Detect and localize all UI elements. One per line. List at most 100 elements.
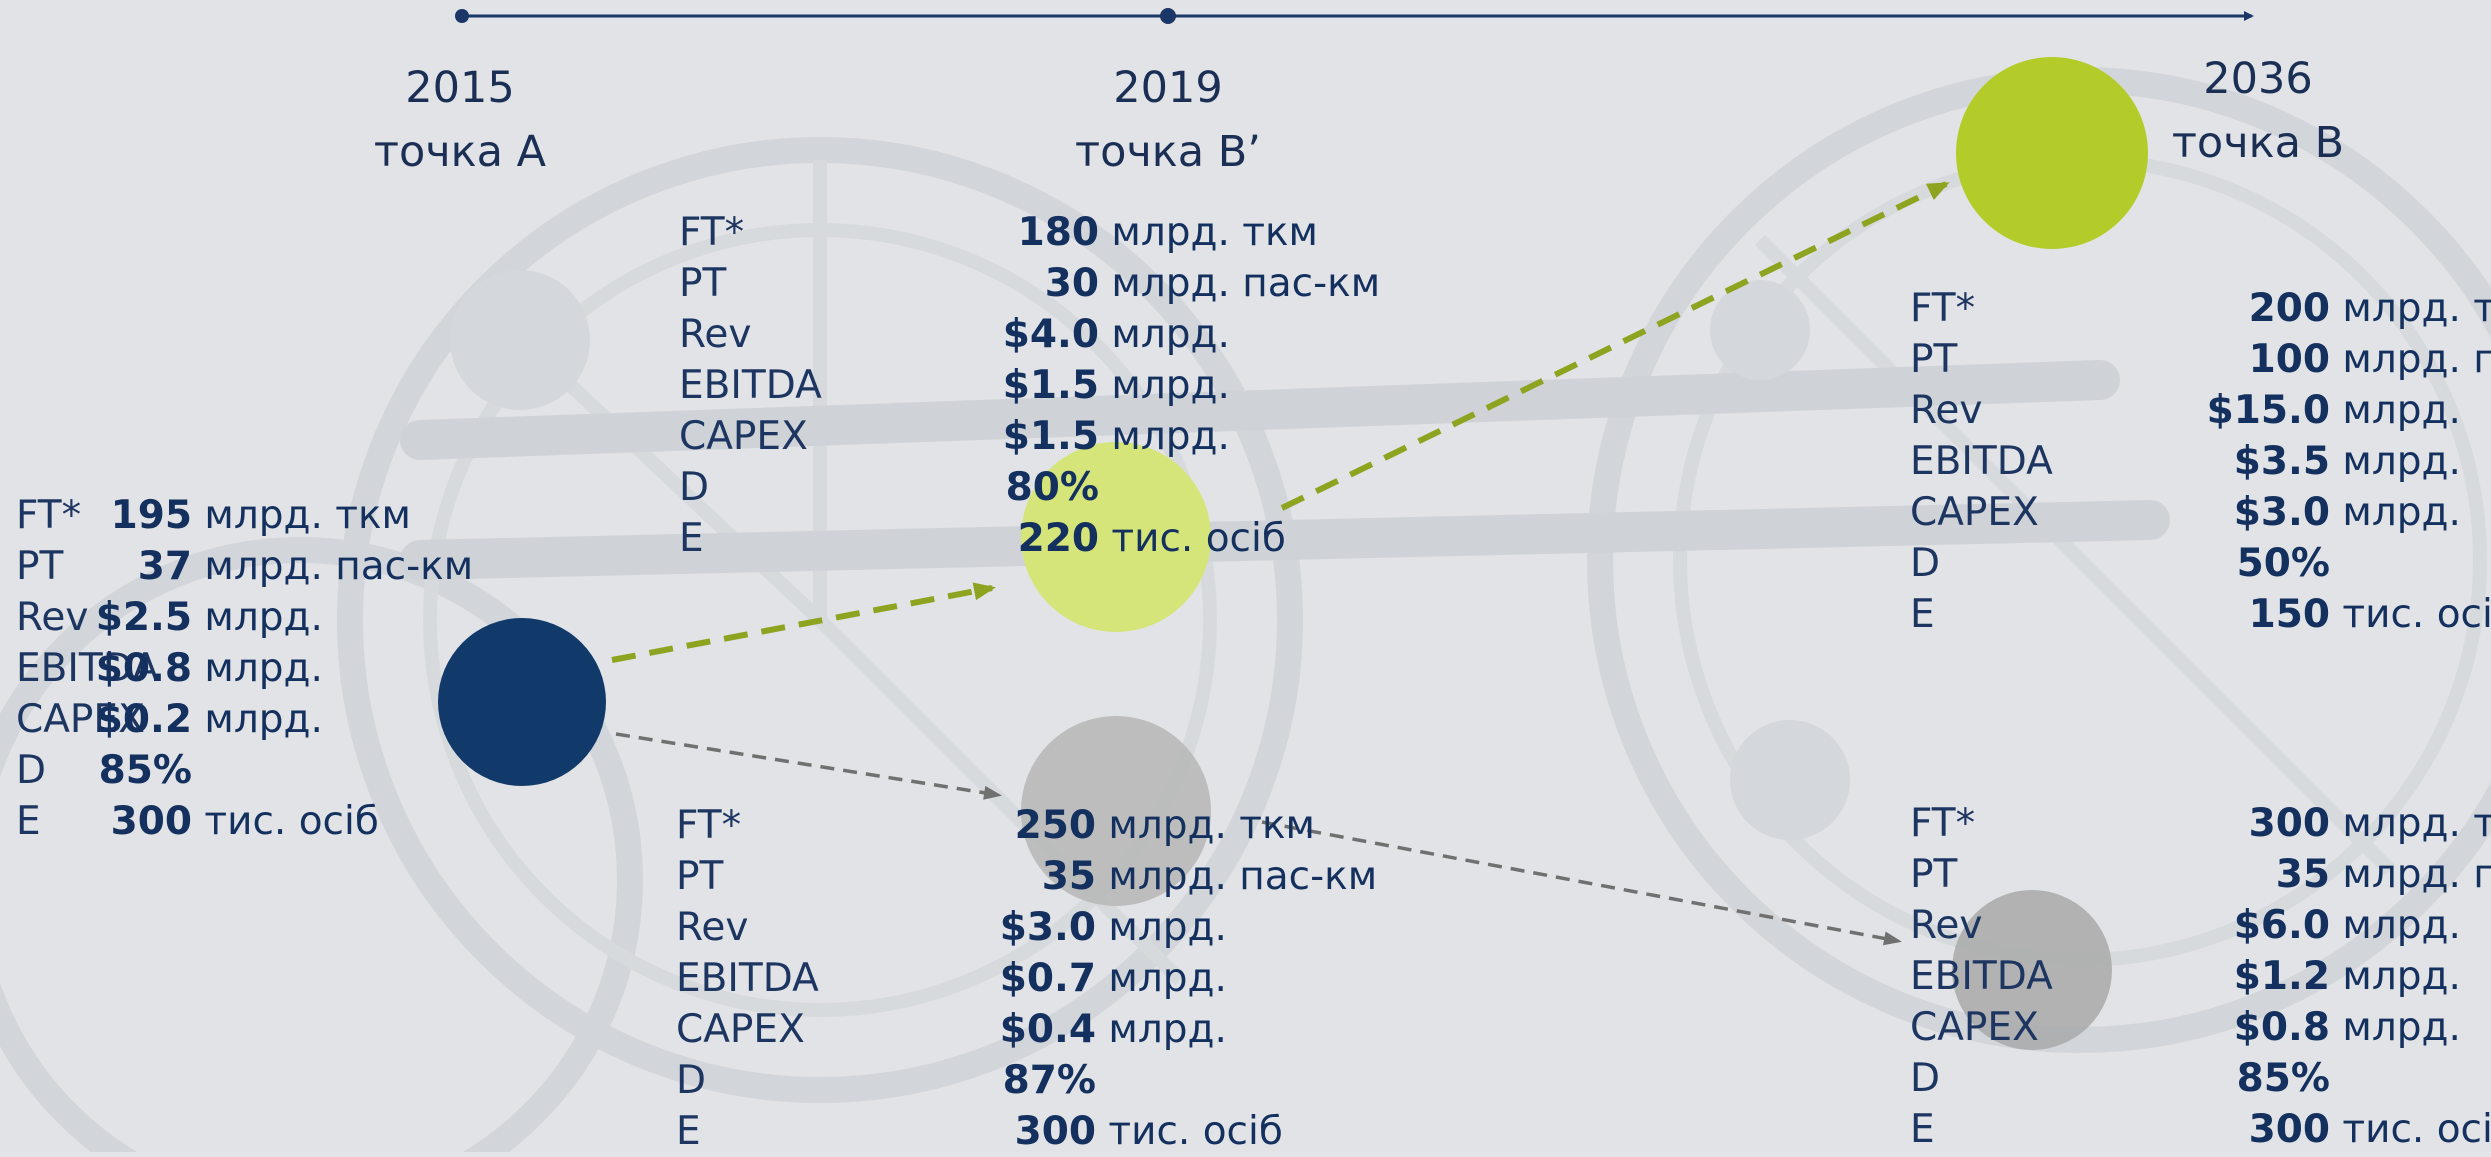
stat-number: 300 <box>1014 1109 1096 1154</box>
stat-key: D <box>16 748 47 793</box>
stat-value: $3.0 млрд. <box>2234 487 2461 538</box>
stat-value: 80% <box>1006 462 1099 513</box>
stat-number: $2.5 <box>95 595 192 640</box>
stat-key: Rev <box>16 595 89 640</box>
stat-value: 195 млрд. ткм <box>111 490 411 541</box>
stat-unit: млрд. пас-км <box>192 544 474 589</box>
label-point-b-year: 2036 <box>2203 54 2313 104</box>
stat-key: FT* <box>1910 286 1976 331</box>
stat-unit: млрд. <box>2330 490 2461 535</box>
stat-number: 37 <box>137 544 192 589</box>
stat-key: EBITDA <box>16 646 159 691</box>
stat-value: $0.4 млрд. <box>1000 1004 1227 1055</box>
label-point-b-prime-year: 2019 <box>1113 63 1223 113</box>
stat-number: 35 <box>1041 854 1096 899</box>
stat-number: 195 <box>110 493 192 538</box>
stat-number: 100 <box>2248 337 2330 382</box>
timeline <box>455 8 2254 24</box>
stat-value: $0.2 млрд. <box>96 694 323 745</box>
stat-key: PT <box>1910 337 1958 382</box>
stat-unit: млрд. <box>2330 388 2461 433</box>
stat-number: 87% <box>1002 1058 1096 1103</box>
stat-value: 180 млрд. ткм <box>1018 207 1318 258</box>
stat-unit: млрд. ткм <box>2342 286 2491 331</box>
stat-key: FT* <box>679 210 745 255</box>
arrow-b-prime-bad-to-b-bad <box>1261 820 1902 946</box>
stat-number: $6.0 <box>2233 903 2330 948</box>
stat-number: $0.4 <box>999 1007 1096 1052</box>
timeline-dot-2019 <box>1160 8 1176 24</box>
stat-value: 100 млрд. пас-км <box>2249 334 2491 385</box>
stat-unit: млрд. <box>1096 1007 1227 1052</box>
stat-value: $0.7 млрд. <box>1000 953 1227 1004</box>
stat-number: 250 <box>1014 803 1096 848</box>
stat-key: E <box>16 799 41 844</box>
stat-unit: тис. осіб <box>2342 592 2491 637</box>
stat-number: 300 <box>2248 1107 2330 1152</box>
stat-number: $1.5 <box>1002 363 1099 408</box>
stat-key: EBITDA <box>676 956 819 1001</box>
stat-key: E <box>676 1109 701 1154</box>
stat-unit: млрд. ткм <box>192 493 411 538</box>
arrow-b-prime-good-to-b-good <box>1280 181 1950 511</box>
stat-value: 150 тис. осіб <box>2249 589 2491 640</box>
stat-key: D <box>1910 541 1941 586</box>
label-point-b: 2036 точка В <box>2138 47 2378 175</box>
stat-value: $2.5 млрд. <box>96 592 323 643</box>
stat-number: 35 <box>2275 852 2330 897</box>
stat-unit: млрд. <box>2330 1005 2461 1050</box>
stat-key: PT <box>1910 852 1958 897</box>
stat-unit: тис. осіб <box>2342 1107 2491 1152</box>
stat-unit: млрд. <box>1099 312 1230 357</box>
label-point-a-year: 2015 <box>405 63 515 113</box>
stat-number: $0.2 <box>95 697 192 742</box>
stat-unit: тис. осіб <box>192 799 379 844</box>
stat-number: $0.8 <box>2233 1005 2330 1050</box>
stat-number: 80% <box>1005 465 1099 510</box>
stat-key: PT <box>679 261 727 306</box>
stat-unit: млрд. <box>1099 414 1230 459</box>
stat-key: FT* <box>16 493 82 538</box>
stat-key: Rev <box>676 905 749 950</box>
stat-key: CAPEX <box>16 697 145 742</box>
stat-value: 85% <box>99 745 192 796</box>
stat-key: E <box>1910 592 1935 637</box>
point-b-good-circle <box>1956 57 2148 249</box>
stat-unit: млрд. ткм <box>2342 801 2491 846</box>
stat-unit: млрд. ткм <box>1099 210 1318 255</box>
stat-value: 87% <box>1003 1055 1096 1106</box>
stat-key: PT <box>16 544 64 589</box>
stat-number: 30 <box>1044 261 1099 306</box>
stat-number: $1.2 <box>2233 954 2330 999</box>
stat-number: $4.0 <box>1002 312 1099 357</box>
label-point-a-name: точка А <box>373 127 547 177</box>
stat-number: $3.0 <box>999 905 1096 950</box>
stat-unit: млрд. <box>2330 903 2461 948</box>
stat-unit: млрд. пас-км <box>1099 261 1381 306</box>
label-point-b-prime-name: точка В’ <box>1075 127 1261 177</box>
stat-value: 50% <box>2237 538 2330 589</box>
stat-unit: млрд. <box>2330 439 2461 484</box>
stat-value: 37 млрд. пас-км <box>138 541 473 592</box>
stat-unit: млрд. <box>1096 905 1227 950</box>
stat-value: 300 млрд. ткм <box>2249 798 2491 849</box>
stat-number: $1.5 <box>1002 414 1099 459</box>
stat-number: 300 <box>110 799 192 844</box>
stat-unit: млрд. пас-км <box>2342 337 2491 382</box>
stat-key: CAPEX <box>676 1007 805 1052</box>
stat-key: CAPEX <box>1910 1005 2039 1050</box>
stat-unit: млрд. пас-км <box>2342 852 2491 897</box>
stat-value: 35 млрд. пас-км <box>1042 851 1377 902</box>
timeline-dot-2015 <box>455 9 469 23</box>
stat-key: Rev <box>1910 903 1983 948</box>
stat-unit: млрд. <box>192 697 323 742</box>
stat-key: D <box>676 1058 707 1103</box>
stat-value: 30 млрд. пас-км <box>1045 258 1380 309</box>
stat-key: EBITDA <box>679 363 822 408</box>
stat-unit: млрд. <box>1096 956 1227 1001</box>
stat-key: FT* <box>1910 801 1976 846</box>
stat-unit: млрд. ткм <box>1096 803 1315 848</box>
point-b-bad-circle <box>1952 890 2112 1050</box>
stat-key: D <box>679 465 710 510</box>
